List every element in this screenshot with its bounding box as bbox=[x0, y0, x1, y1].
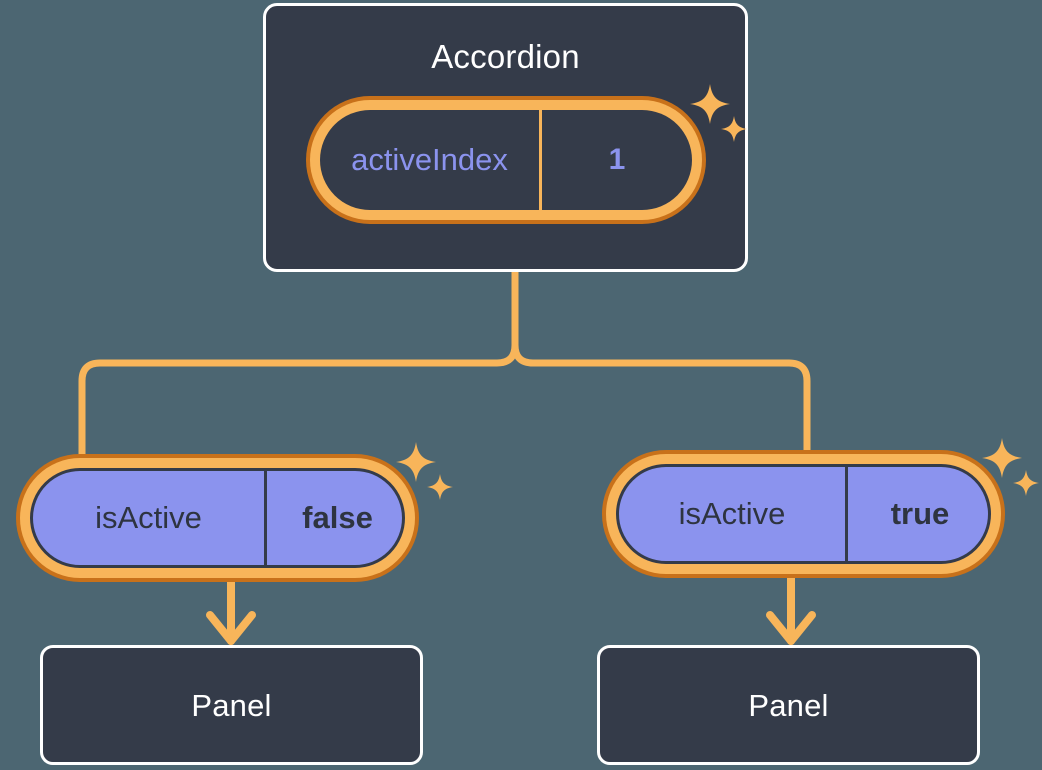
chip-body: activeIndex 1 bbox=[320, 110, 692, 210]
prop-chip-isactive-right[interactable]: isActive true bbox=[602, 450, 1005, 578]
chip-key-isactive: isActive bbox=[95, 500, 202, 535]
chip-divider bbox=[264, 471, 267, 565]
panel-card-right-title: Panel bbox=[748, 687, 829, 723]
chip-divider bbox=[539, 110, 542, 210]
accordion-card-title: Accordion bbox=[431, 38, 580, 75]
chip-key-isactive: isActive bbox=[678, 496, 786, 531]
sparkle-icon-small bbox=[427, 474, 453, 500]
chip-value-activeindex: 1 bbox=[608, 143, 626, 176]
connector-trunk-and-branches bbox=[78, 268, 519, 458]
chip-value-isactive: false bbox=[302, 500, 373, 535]
chip-body: isActive true bbox=[616, 464, 991, 564]
sparkle-icon-small bbox=[1013, 470, 1039, 496]
panel-card-left[interactable]: Panel bbox=[40, 645, 423, 765]
panel-card-left-title: Panel bbox=[191, 687, 272, 723]
prop-chip-activeindex[interactable]: activeIndex 1 bbox=[306, 96, 706, 224]
chip-divider bbox=[845, 467, 848, 561]
chip-key-activeindex: activeIndex bbox=[351, 142, 508, 177]
arrow-right-chip-to-panel bbox=[766, 574, 816, 645]
panel-card-right[interactable]: Panel bbox=[597, 645, 980, 765]
connector-branch-right bbox=[511, 341, 811, 454]
arrow-left-chip-to-panel bbox=[206, 578, 256, 645]
chip-body: isActive false bbox=[30, 468, 405, 568]
prop-chip-isactive-left[interactable]: isActive false bbox=[16, 454, 419, 582]
chip-value-isactive: true bbox=[890, 496, 950, 531]
